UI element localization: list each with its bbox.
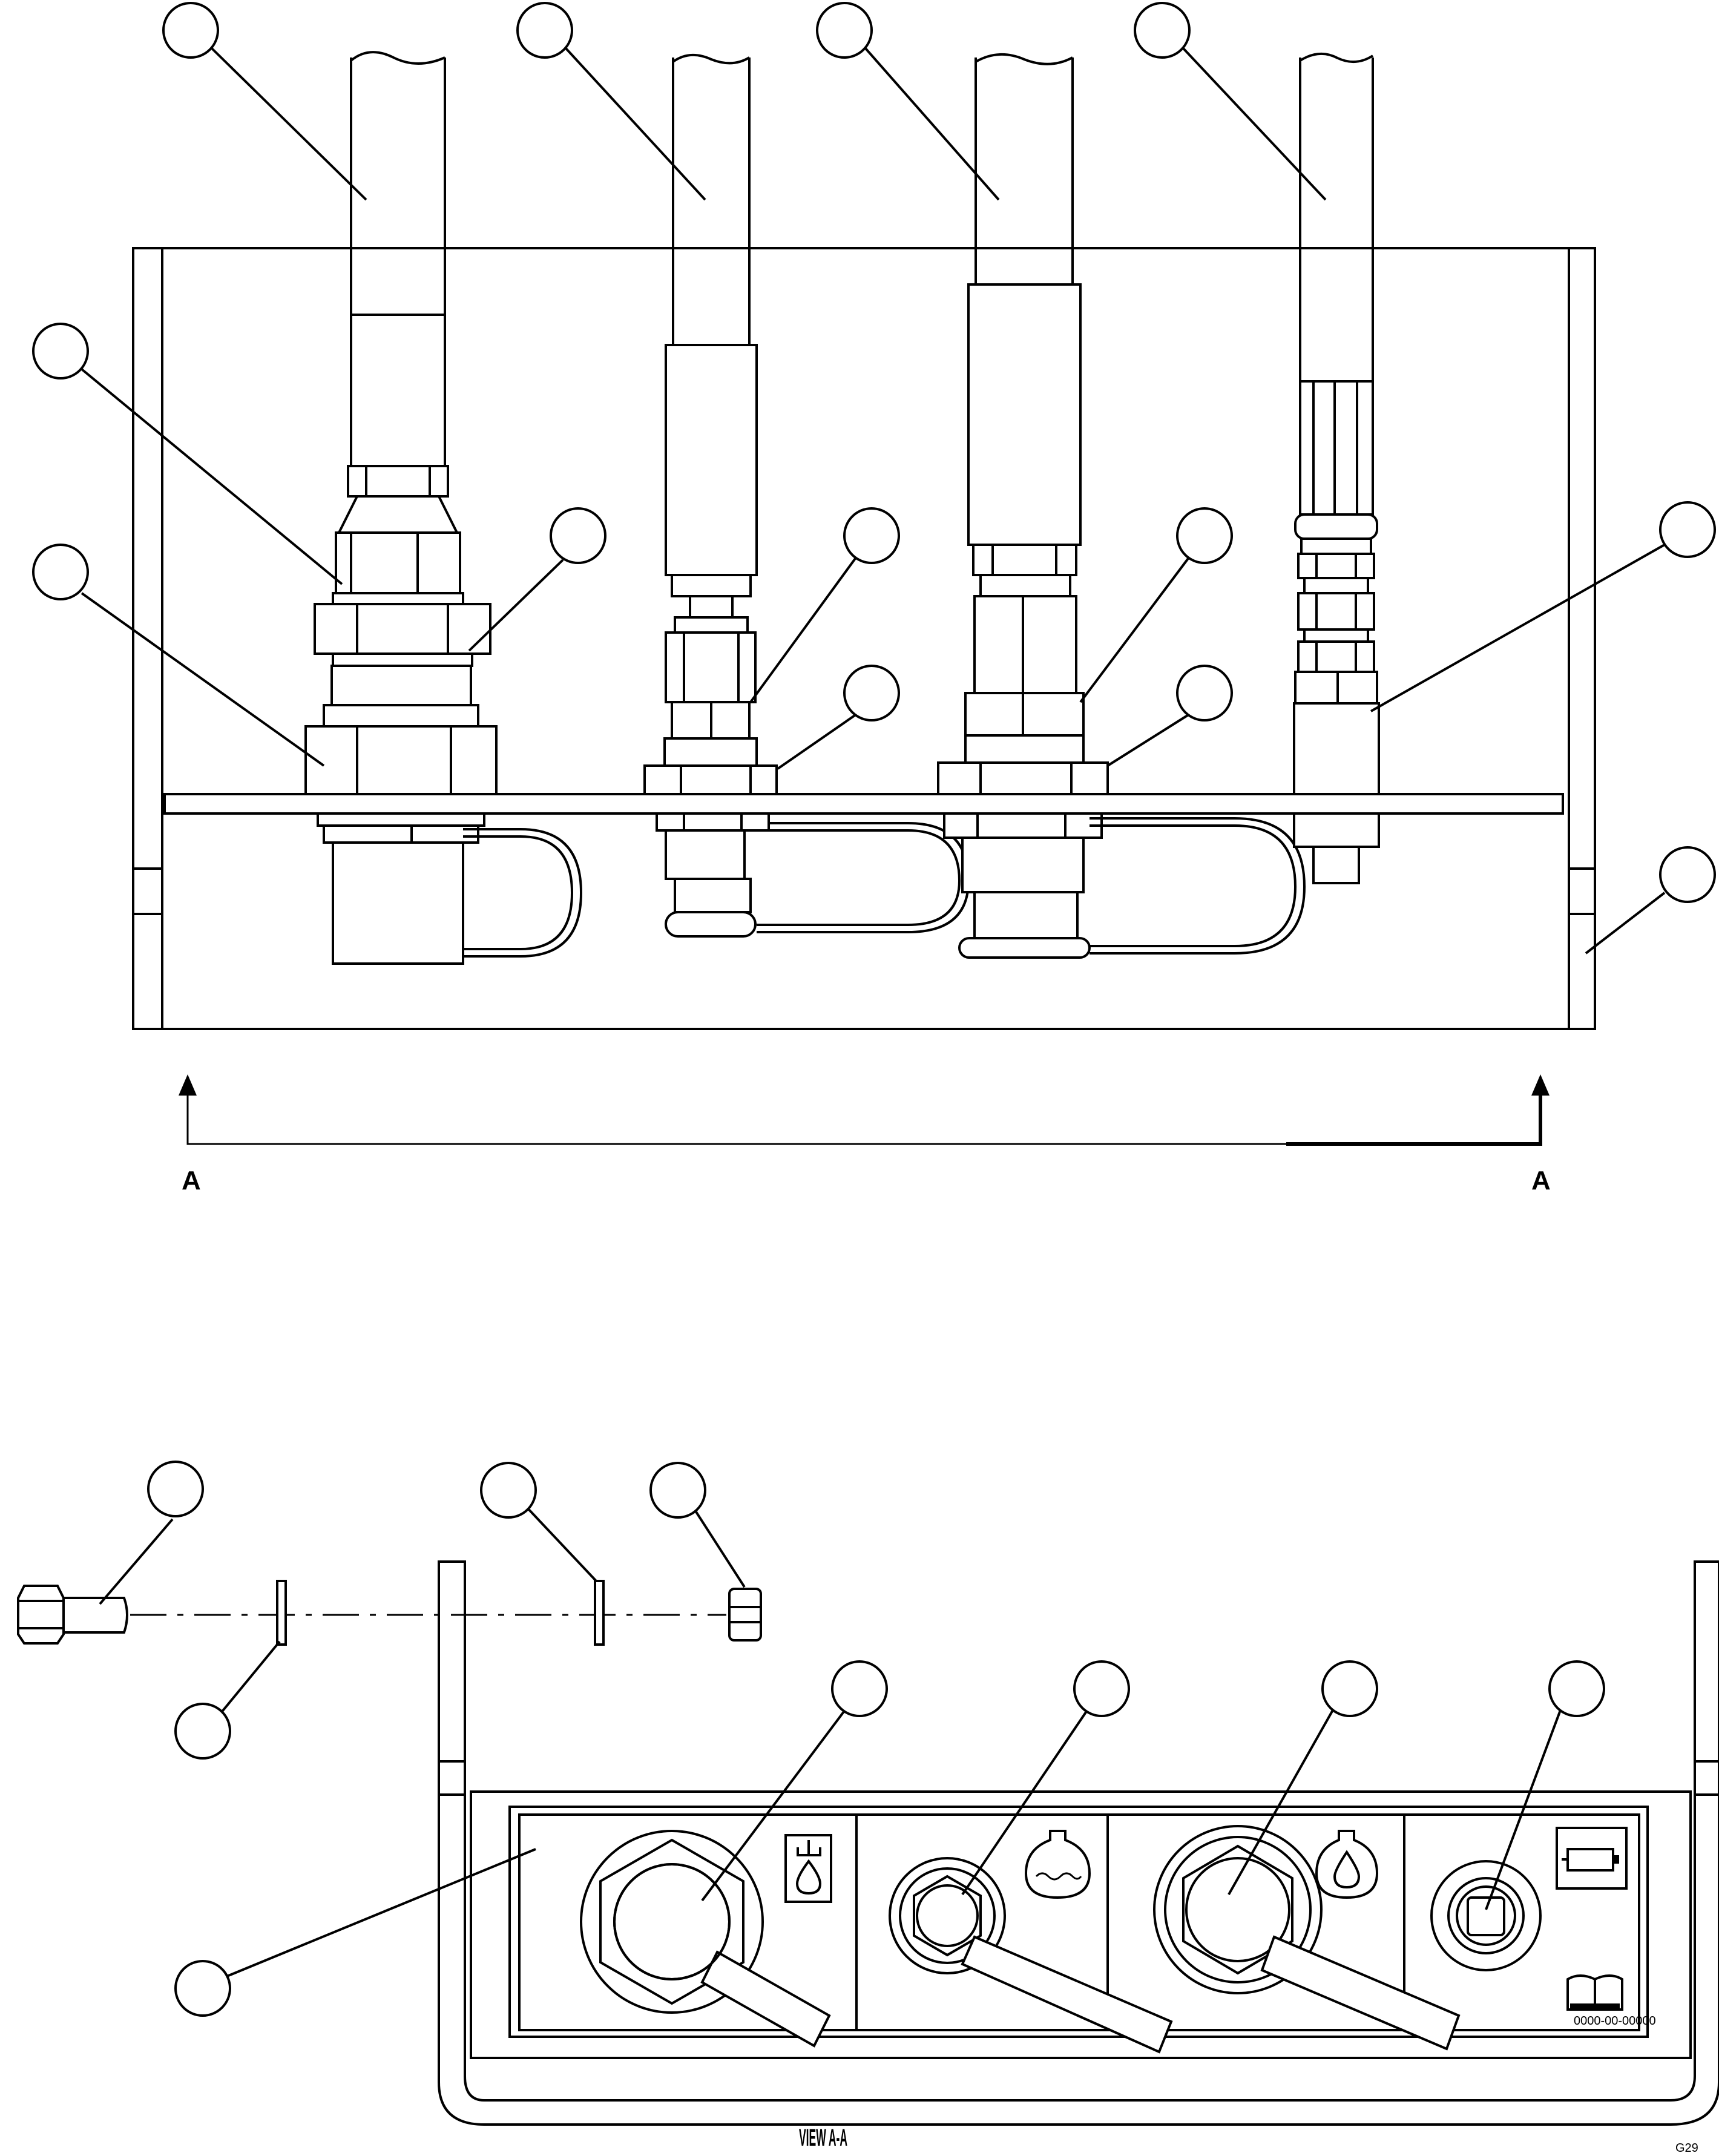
callout-bubble bbox=[1548, 1660, 1605, 1717]
callout-bubble bbox=[1176, 507, 1233, 564]
battery-disconnect-port bbox=[1430, 1860, 1542, 1971]
callout-bubble bbox=[162, 2, 219, 59]
hydraulic-reservoir-icon bbox=[784, 1834, 832, 1903]
callout-bubble bbox=[1659, 846, 1716, 903]
fitting-1 bbox=[304, 51, 583, 965]
callout-bubble bbox=[174, 1703, 231, 1760]
washer bbox=[594, 1580, 605, 1646]
callout-bubble bbox=[174, 1960, 231, 2017]
callout-bubble bbox=[550, 507, 606, 564]
callout-bubble bbox=[480, 1462, 537, 1519]
callout-bubble bbox=[516, 2, 573, 59]
callout-bubble bbox=[32, 323, 89, 380]
view-a-a: 0000-00-00000 VIEW A-A bbox=[17, 1461, 1719, 2151]
callout-bubble bbox=[1134, 2, 1191, 59]
callout-bubble bbox=[843, 507, 900, 564]
callout-bubble bbox=[32, 544, 89, 600]
callout-bubble bbox=[831, 1660, 888, 1717]
corner-code: G29 bbox=[1675, 2141, 1698, 2155]
callout-bubble bbox=[843, 665, 900, 721]
callout-bubble bbox=[649, 1462, 706, 1519]
callouts-top bbox=[32, 2, 1716, 955]
view-title: VIEW A-A bbox=[799, 2125, 847, 2151]
callout-bubble bbox=[816, 2, 873, 59]
coolant-port bbox=[889, 1857, 1173, 2054]
callout-bubble bbox=[1321, 1660, 1378, 1717]
decal-code: 0000-00-00000 bbox=[1574, 2014, 1656, 2028]
oil-drop-icon bbox=[1315, 1830, 1379, 1899]
oil-fill-port bbox=[1153, 1825, 1461, 2051]
bolt bbox=[17, 1585, 128, 1645]
fitting-2 bbox=[643, 53, 970, 938]
side-view: A A bbox=[32, 2, 1716, 1195]
fitting-4 bbox=[1293, 52, 1380, 884]
callout-bubble bbox=[1176, 665, 1233, 721]
manual-book-icon bbox=[1566, 1974, 1623, 2011]
fitting-3 bbox=[937, 53, 1306, 959]
battery-icon bbox=[1556, 1827, 1628, 1890]
hydraulic-fill-port bbox=[580, 1830, 831, 2048]
section-mark-right: A bbox=[1531, 1166, 1551, 1195]
callout-bubble bbox=[1659, 501, 1716, 558]
nut bbox=[728, 1588, 762, 1642]
washer bbox=[276, 1580, 287, 1646]
mounting-plate bbox=[163, 793, 1564, 815]
callout-bubble bbox=[1073, 1660, 1130, 1717]
section-mark-left: A bbox=[182, 1166, 201, 1195]
callouts-bottom bbox=[99, 1461, 1605, 2017]
section-arrow: A A bbox=[179, 1074, 1551, 1195]
callout-bubble bbox=[147, 1461, 204, 1517]
coolant-icon bbox=[1024, 1830, 1091, 1899]
